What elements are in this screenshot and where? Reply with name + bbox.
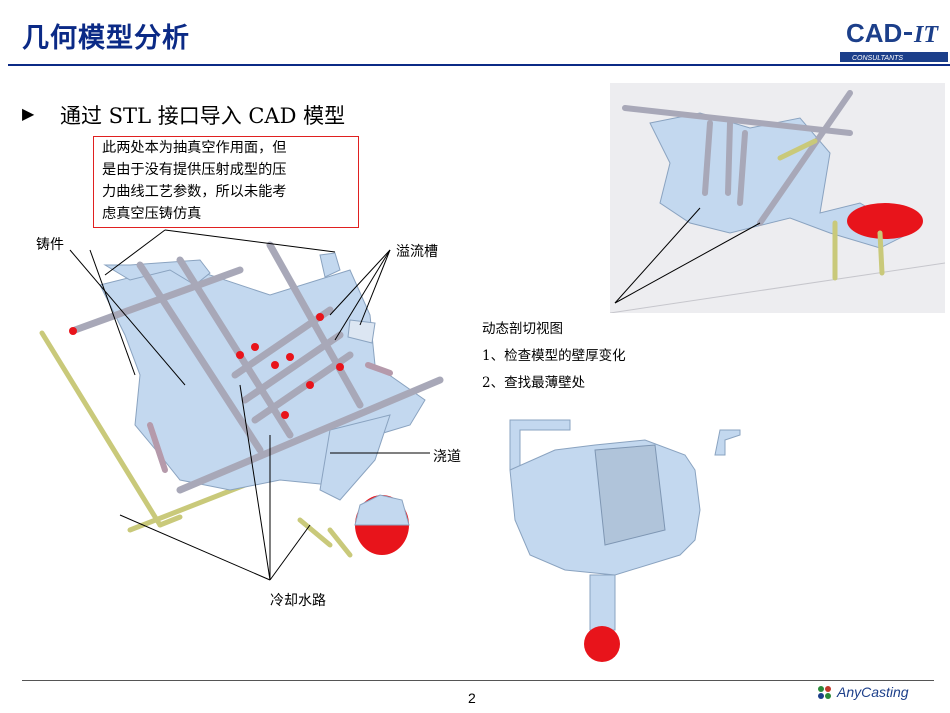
svg-text:IT: IT (913, 22, 939, 48)
top-view-image (509, 419, 741, 662)
anycasting-icon (818, 686, 831, 699)
bullet-marker: ▶ (22, 104, 35, 123)
note-line: 力曲线工艺参数，所以未能考 (102, 184, 287, 200)
vacuum-note-box: 此两处本为抽真空作用面，但 是由于没有提供压射成型的压 力曲线工艺参数，所以未能… (93, 136, 359, 228)
label-overflow: 溢流槽 (396, 244, 438, 260)
svg-text:CONSULTANTS: CONSULTANTS (852, 55, 903, 62)
dynamic-item: 1、检查模型的壁厚变化 (482, 348, 626, 364)
cad-it-logo: CAD IT CONSULTANTS (840, 8, 948, 62)
page-number: 2 (468, 690, 476, 706)
die-casting-model-image (39, 229, 444, 581)
dynamic-item: 2、查找最薄壁处 (482, 375, 586, 391)
footer-divider (22, 680, 934, 681)
anycasting-logo: AnyCasting (817, 680, 909, 704)
page-title: 几何模型分析 (22, 23, 190, 54)
bullet-text: 通过 STL 接口导入 CAD 模型 (60, 104, 346, 128)
label-casting: 铸件 (36, 237, 64, 253)
anycasting-text: AnyCasting (837, 684, 909, 700)
dynamic-heading: 动态剖切视图 (482, 321, 563, 337)
section-view-image (610, 83, 945, 313)
note-line: 虑真空压铸仿真 (102, 206, 202, 222)
note-line: 此两处本为抽真空作用面，但 (102, 140, 287, 156)
label-cooling: 冷却水路 (270, 593, 326, 609)
note-line: 是由于没有提供压射成型的压 (102, 162, 287, 178)
title-divider (8, 64, 950, 66)
dynamic-section-notes: 动态剖切视图 1、检查模型的壁厚变化 2、查找最薄壁处 (482, 316, 626, 397)
svg-text:CAD: CAD (846, 18, 902, 48)
label-runner: 浇道 (433, 449, 461, 465)
